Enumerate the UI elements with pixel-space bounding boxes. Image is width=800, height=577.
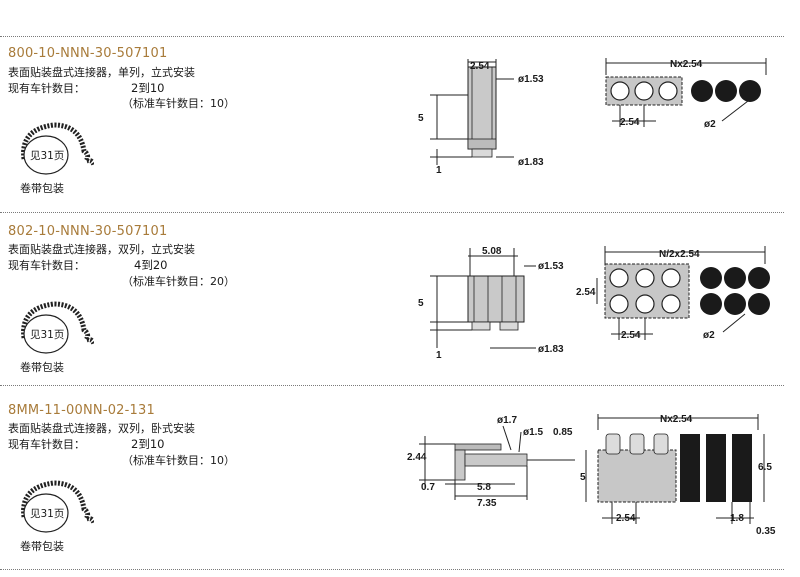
section-divider — [0, 212, 784, 213]
dim-len-b: 7.35 — [477, 498, 497, 509]
dim-row-pitch: 5.08 — [482, 246, 502, 257]
part-number: 8MM-11-00NN-02-131 — [8, 403, 155, 418]
product-section-2: 802-10-NNN-30-507101 表面贴装盘式连接器，双列，立式安装 现… — [8, 224, 770, 374]
standard-pin-count: （标准车针数目：10） — [122, 454, 235, 467]
dim-dia-top: ø1.53 — [538, 261, 564, 272]
pin-count-value: 2到10 — [131, 437, 165, 451]
dim-height: 2.44 — [407, 452, 427, 463]
tape-reel-icon — [21, 122, 94, 175]
dim-hole: ø2 — [704, 119, 716, 130]
package-label: 卷带包装 — [20, 540, 64, 553]
dim-dia-top: ø1.53 — [518, 74, 544, 85]
product-description: 表面贴装盘式连接器，双列，立式安装 — [8, 243, 195, 256]
dim-thick: 0.85 — [553, 427, 573, 438]
dim-tail: 1 — [436, 350, 442, 361]
section-divider — [0, 569, 784, 570]
dim-pitch-bottom: 2.54 — [620, 117, 640, 128]
reel-page-ref[interactable]: 见31页 — [30, 150, 65, 162]
pin-count-label: 现有车针数目： — [8, 438, 85, 451]
dim-side-h: 5 — [580, 472, 586, 483]
front-view-drawing: Nx2.54 5 6.5 2.54 1.8 0.35 — [580, 414, 776, 537]
package-label: 卷带包装 — [20, 361, 64, 374]
dim-pitch-bottom: 2.54 — [616, 513, 636, 524]
dim-pad-off: 0.35 — [756, 526, 776, 537]
reel-page-ref[interactable]: 见31页 — [30, 508, 65, 520]
side-view-drawing: 5.08 ø1.53 5 1 ø1.83 — [418, 246, 564, 361]
part-number: 800-10-NNN-30-507101 — [8, 46, 168, 61]
tape-reel-icon — [21, 480, 94, 533]
section-divider — [0, 36, 784, 37]
dim-dia-bottom: ø1.83 — [538, 344, 564, 355]
dim-offset: 0.7 — [421, 482, 435, 493]
standard-pin-count: （标准车针数目：20） — [122, 275, 235, 288]
standard-pin-count: （标准车针数目：10） — [122, 97, 235, 110]
pin-count-label: 现有车针数目： — [8, 82, 85, 95]
product-description: 表面贴装盘式连接器，双列，卧式安装 — [8, 422, 195, 435]
dim-pitch-top: 2.54 — [470, 61, 490, 72]
dim-pitch-bottom: 2.54 — [621, 330, 641, 341]
dim-top-span: Nx2.54 — [670, 59, 703, 70]
dim-hole: ø2 — [703, 330, 715, 341]
dim-top-span: Nx2.54 — [660, 414, 693, 425]
part-number: 802-10-NNN-30-507101 — [8, 224, 168, 239]
product-description: 表面贴装盘式连接器，单列，立式安装 — [8, 66, 195, 79]
dim-dia-b: ø1.5 — [523, 427, 543, 438]
top-view-drawing: N/2x2.54 2.54 2.54 ø2 — [576, 246, 770, 341]
dim-top-span: N/2x2.54 — [659, 249, 700, 260]
section-divider — [0, 385, 784, 386]
pin-count-value: 2到10 — [131, 81, 165, 95]
product-section-1: 800-10-NNN-30-507101 表面贴装盘式连接器，单列，立式安装 现… — [0, 0, 800, 210]
top-view-drawing: Nx2.54 2.54 ø2 — [605, 58, 767, 130]
dim-len-a: 5.8 — [477, 482, 491, 493]
dim-total-h: 6.5 — [758, 462, 772, 473]
dim-height: 5 — [418, 113, 424, 124]
pin-count-label: 现有车针数目： — [8, 259, 85, 272]
pin-count-value: 4到20 — [134, 258, 168, 272]
dim-tail: 1 — [436, 165, 442, 176]
tape-reel-icon — [21, 301, 94, 354]
dim-side-pitch: 2.54 — [576, 287, 596, 298]
side-view-drawing: ø1.7 ø1.5 0.85 2.44 0.7 5.8 7.35 — [407, 415, 575, 509]
dim-height: 5 — [418, 298, 424, 309]
package-label: 卷带包装 — [20, 182, 64, 195]
dim-dia-a: ø1.7 — [497, 415, 517, 426]
dim-dia-bottom: ø1.83 — [518, 157, 544, 168]
reel-page-ref[interactable]: 见31页 — [30, 329, 65, 341]
side-view-drawing: 2.54 ø1.53 5 1 ø1.83 — [418, 59, 544, 176]
dim-pad-w: 1.8 — [730, 513, 744, 524]
